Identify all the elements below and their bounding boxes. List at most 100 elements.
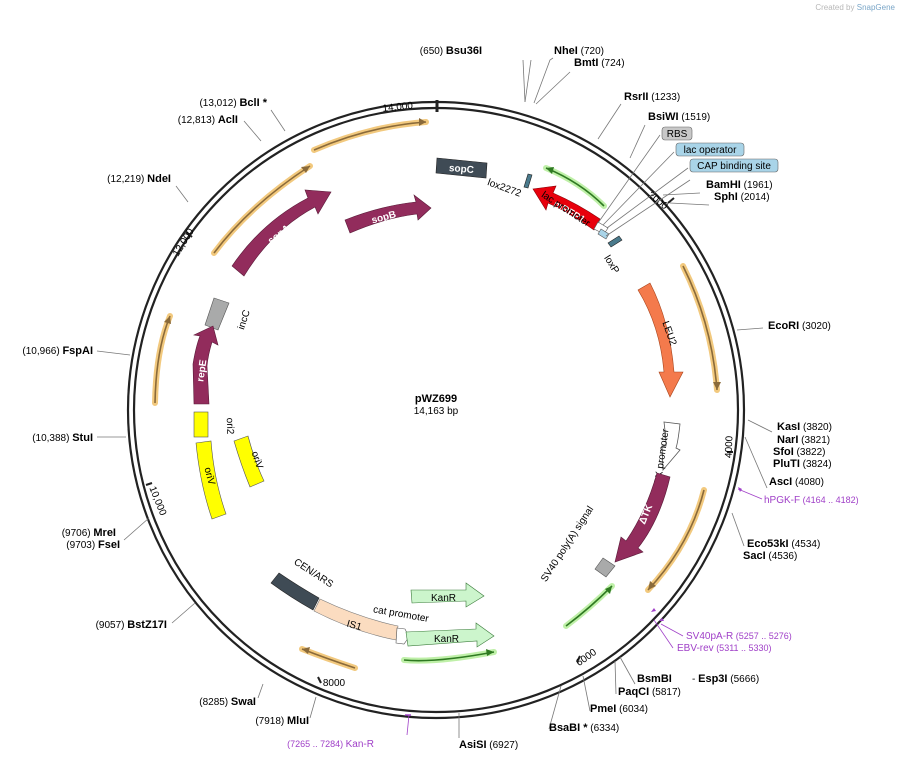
primer-range: (4164 .. 4182): [800, 495, 859, 505]
enzyme-site[interactable]: BsiWI (1519): [648, 111, 710, 123]
enzyme-site[interactable]: EcoRI (3020): [768, 320, 831, 332]
enzyme-site[interactable]: AscI (4080): [769, 476, 824, 488]
enzyme-name: EcoRI: [768, 320, 799, 332]
enzyme-name: NarI: [777, 434, 798, 446]
enzyme-site[interactable]: BamHI (1961): [706, 179, 773, 191]
green-arrows: [401, 165, 615, 664]
primer-site[interactable]: SV40pA-R (5257 .. 5276): [686, 631, 792, 642]
enzyme-name: BsiWI: [648, 111, 679, 123]
enzyme-site[interactable]: SfoI (3822): [773, 446, 825, 458]
enzyme-site[interactable]: BmtI (724): [574, 57, 625, 69]
enzyme-position: (6034): [616, 704, 648, 715]
tick-marks: [145, 197, 733, 684]
feature-deltaTK[interactable]: ΔTK: [614, 472, 671, 563]
enzyme-site[interactable]: SacI (4536): [743, 550, 797, 562]
feature-ori2[interactable]: ori2: [193, 411, 235, 438]
enzyme-name: MluI: [287, 715, 309, 727]
enzyme-site[interactable]: (8285) SwaI: [199, 696, 256, 708]
enzyme-position: (12,219): [107, 174, 147, 185]
enzyme-name: NdeI: [147, 173, 171, 185]
feature-repE[interactable]: repE: [192, 325, 219, 405]
primer-site[interactable]: hPGK-F (4164 .. 4182): [764, 495, 859, 506]
enzyme-position: (3821): [798, 435, 830, 446]
primer-name: hPGK-F: [764, 495, 800, 506]
enzyme-site[interactable]: PmeI (6034): [590, 703, 648, 715]
primer-name: Kan-R: [346, 739, 374, 750]
orf-arrows: [152, 118, 721, 671]
enzyme-site[interactable]: Eco53kI (4534): [747, 538, 820, 550]
enzyme-name: PluTI: [773, 458, 800, 470]
oriV-a-label: oriV: [201, 466, 216, 486]
enzyme-site[interactable]: (9057) BstZ17I: [96, 619, 167, 631]
enzyme-position: (6334): [588, 723, 620, 734]
enzyme-site[interactable]: (7918) MluI: [255, 715, 309, 727]
sopC-label: sopC: [448, 163, 474, 176]
enzyme-position: (1519): [679, 112, 711, 123]
feature-lox2272[interactable]: lox2272: [486, 173, 533, 200]
enzyme-site[interactable]: (9706) MreI: [62, 527, 116, 539]
enzyme-name: MreI: [93, 527, 116, 539]
enzyme-site[interactable]: (650) Bsu36I: [420, 45, 482, 57]
enzyme-position: (2014): [738, 192, 770, 203]
feature-IS1[interactable]: IS1: [313, 598, 399, 641]
feature-tag[interactable]: lac operator: [675, 142, 745, 157]
enzyme-site[interactable]: (13,012) BclI *: [199, 97, 267, 109]
feature-oriV-a[interactable]: oriV: [195, 440, 227, 520]
KanR-a-label: KanR: [431, 593, 456, 604]
enzyme-position: (5666): [727, 674, 759, 685]
enzyme-name: BclI *: [239, 97, 267, 109]
feature-tag[interactable]: RBS: [661, 126, 693, 141]
enzyme-site[interactable]: NarI (3821): [777, 434, 830, 446]
feature-KanR-b[interactable]: KanR: [405, 622, 495, 648]
feature-sopB[interactable]: sopB: [344, 194, 432, 234]
enzyme-site[interactable]: AsiSI (6927): [459, 739, 518, 751]
enzyme-position: (13,012): [199, 98, 239, 109]
enzyme-site[interactable]: (12,813) AclI: [178, 114, 238, 126]
enzyme-site[interactable]: NheI (720): [554, 45, 604, 57]
enzyme-site[interactable]: (12,219) NdeI: [107, 173, 171, 185]
enzyme-name: FspAI: [62, 345, 93, 357]
enzyme-site[interactable]: PluTI (3824): [773, 458, 832, 470]
feature-KanR-a[interactable]: KanR: [410, 582, 485, 608]
enzyme-position: (10,966): [22, 346, 62, 357]
enzyme-site[interactable]: - Esp3I (5666): [692, 673, 759, 685]
enzyme-position: (3820): [800, 422, 832, 433]
enzyme-site[interactable]: (10,388) StuI: [32, 432, 93, 444]
feature-LEU2[interactable]: LEU2: [637, 282, 684, 398]
enzyme-name: NheI: [554, 45, 578, 57]
enzyme-position: (8285): [199, 697, 231, 708]
feature-tag-label: CAP binding site: [697, 161, 771, 172]
primer-site[interactable]: EBV-rev (5311 .. 5330): [677, 643, 772, 654]
primer-labels: hPGK-F (4164 .. 4182) SV40pA-R (5257 .. 5…: [287, 487, 859, 750]
primer-site[interactable]: (7265 .. 7284) Kan-R: [287, 739, 374, 750]
enzyme-site[interactable]: KasI (3820): [777, 421, 832, 433]
feature-tag[interactable]: CAP binding site: [689, 158, 779, 173]
feature-SV40-polyA[interactable]: SV40 poly(A) signal: [539, 504, 616, 584]
enzyme-site[interactable]: RsrII (1233): [624, 91, 680, 103]
enzyme-position: (6927): [487, 740, 519, 751]
enzyme-site[interactable]: (10,966) FspAI: [22, 345, 93, 357]
enzyme-site[interactable]: BsmBI: [637, 673, 672, 685]
feature-loxP[interactable]: loxP: [601, 235, 623, 276]
enzyme-position: (4080): [792, 477, 824, 488]
incC-label: incC: [236, 309, 253, 331]
enzyme-site[interactable]: SphI (2014): [714, 191, 770, 203]
enzyme-position: (10,388): [32, 433, 72, 444]
enzyme-position: (5817): [649, 687, 681, 698]
enzyme-site[interactable]: BsaBI * (6334): [549, 722, 619, 734]
enzyme-name: BsaBI *: [549, 722, 588, 734]
enzyme-name: PaqCI: [618, 686, 649, 698]
enzyme-position: (9706): [62, 528, 94, 539]
enzyme-name: AscI: [769, 476, 792, 488]
backbone: [126, 100, 746, 720]
primer-name: SV40pA-R: [686, 631, 733, 642]
feature-sopA[interactable]: sopA: [231, 189, 332, 277]
enzyme-name: BsmBI: [637, 673, 672, 685]
feature-oriV-b[interactable]: oriV: [233, 435, 265, 488]
enzyme-site[interactable]: (9703) FseI: [66, 539, 120, 551]
enzyme-position: (1233): [648, 92, 680, 103]
primer-range: (7265 .. 7284): [287, 739, 346, 749]
feature-sopC[interactable]: sopC: [435, 157, 488, 179]
enzyme-site[interactable]: PaqCI (5817): [618, 686, 681, 698]
